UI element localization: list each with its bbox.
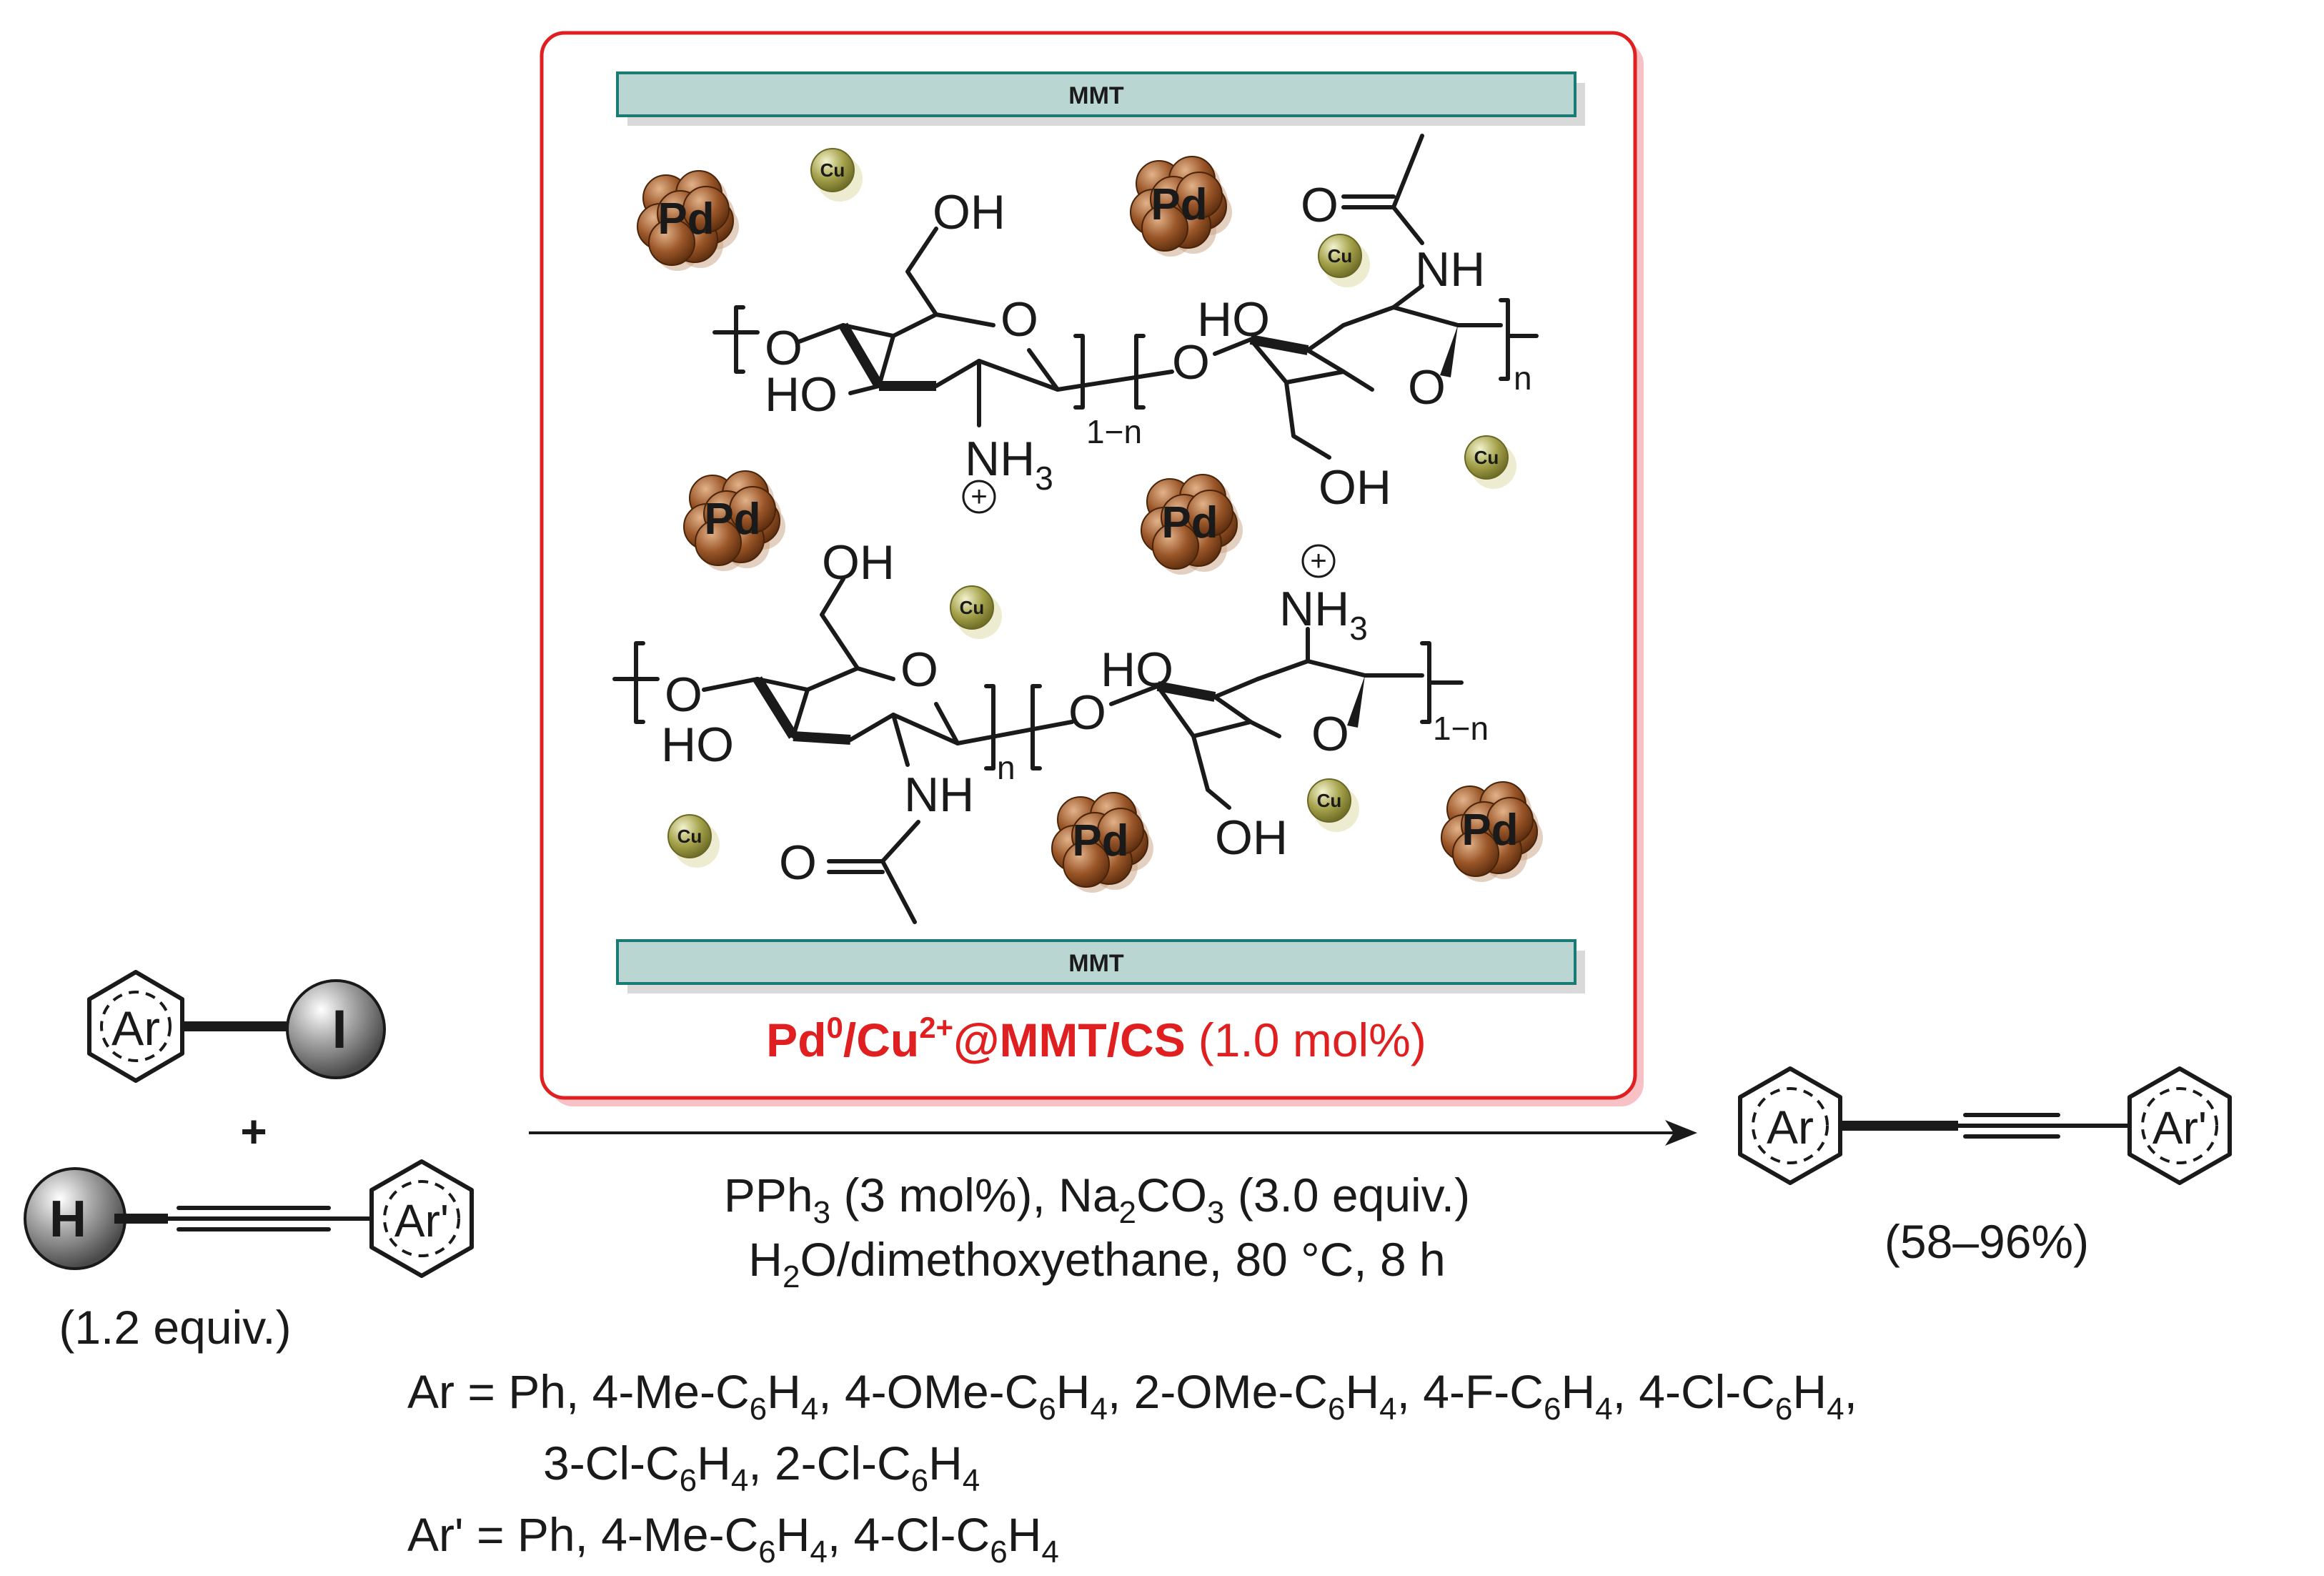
lower-plus-charge: + — [1310, 545, 1326, 577]
pd-cluster: Pd — [1130, 156, 1232, 257]
upper-sub-n: n — [1514, 360, 1532, 397]
lower-ch2oh-bottom: OH — [1215, 811, 1288, 865]
upper-plus-charge: + — [970, 481, 987, 512]
arrow-head-icon — [1665, 1120, 1697, 1146]
mmt-layer-top: MMT — [616, 71, 1585, 126]
hydrogen-label: H — [49, 1191, 86, 1248]
chitosan-chain-lower: O O OH HO NH O n O — [612, 535, 1489, 924]
lower-ho-left: HO — [661, 718, 734, 772]
product-aryl2-ring — [2127, 1066, 2232, 1185]
iodine-label: I — [332, 999, 347, 1060]
upper-nh: NH — [1415, 242, 1485, 297]
upper-nh3: NH3 — [965, 432, 1053, 497]
lower-ring1-o: O — [900, 643, 938, 697]
product-diarylalkyne: Ar Ar' — [1738, 1066, 2232, 1185]
scope-ar2-line: Ar' = Ph, 4-Me-C6H4, 4-Cl-C6H4 — [407, 1508, 1059, 1570]
mmt-label-bottom: MMT — [1068, 950, 1124, 977]
aryl-label: Ar — [111, 1001, 160, 1056]
pd-cluster: Pd — [1051, 792, 1153, 893]
lower-nh3: NH3 — [1279, 582, 1368, 647]
pd-label: Pd — [704, 495, 760, 544]
upper-ho-left: HO — [765, 367, 838, 422]
cu-label: Cu — [820, 159, 845, 181]
upper-plus-charge-icon — [962, 480, 996, 514]
cu-label: Cu — [960, 597, 985, 618]
cu-particle: Cu — [950, 585, 1002, 639]
pd-label: Pd — [1072, 816, 1128, 866]
pd-cluster: Pd — [1141, 474, 1243, 575]
lower-o-left: O — [665, 668, 702, 722]
chitosan-chain-upper: O O OH HO NH3 + 1−n O — [712, 134, 1539, 515]
lower-ch2oh: OH — [822, 535, 895, 590]
lower-plus-charge-icon — [1301, 544, 1336, 578]
lower-nh: NH — [904, 768, 974, 822]
scope-ar-line2: 3-Cl-C6H4, 2-Cl-C6H4 — [543, 1437, 980, 1498]
aryl-ring — [87, 970, 184, 1083]
upper-ch2oh: OH — [933, 185, 1005, 239]
cu-particle: Cu — [810, 148, 863, 202]
product-yield: (58–96%) — [1884, 1215, 2089, 1268]
upper-carbonyl-o: O — [1301, 178, 1339, 232]
cu-label: Cu — [1328, 245, 1353, 267]
cu-particle: Cu — [1307, 778, 1359, 832]
product-ar2-label: Ar' — [2152, 1102, 2207, 1154]
pd-label: Pd — [657, 194, 714, 244]
mmt-label-top: MMT — [1068, 82, 1124, 109]
upper-sub-1n: 1−n — [1086, 413, 1142, 450]
aryl-iodide: Ar I — [87, 970, 386, 1083]
pd-cluster: Pd — [637, 170, 739, 271]
product-ar-label: Ar — [1767, 1101, 1814, 1154]
cu-particle: Cu — [1318, 234, 1370, 287]
upper-ring1-o: O — [1000, 292, 1038, 347]
alkyne-equiv: (1.2 equiv.) — [59, 1301, 291, 1354]
scope-ar-line1: Ar = Ph, 4-Me-C6H4, 4-OMe-C6H4, 2-OMe-C6… — [407, 1365, 1857, 1427]
pd-label: Pd — [1461, 806, 1518, 855]
cu-particle: Cu — [667, 814, 720, 868]
pd-cluster: Pd — [683, 470, 785, 571]
cu-label: Cu — [1474, 447, 1499, 468]
upper-o-left: O — [765, 321, 803, 375]
upper-ho-mid: HO — [1197, 292, 1270, 347]
upper-ring2-o: O — [1408, 360, 1446, 415]
catalyst-panel-border — [540, 31, 1637, 1100]
catalyst-name: Pd0/Cu2+@MMT/CS(1.0 mol%) — [766, 1011, 1426, 1066]
aryl2-ring — [369, 1159, 474, 1278]
product-aryl-ring — [1738, 1066, 1842, 1185]
pd-label: Pd — [1161, 498, 1218, 547]
upper-glyco-o: O — [1172, 335, 1210, 390]
cu-label: Cu — [1317, 790, 1342, 811]
reaction-arrow — [529, 1120, 1697, 1146]
cu-label: Cu — [677, 826, 702, 847]
conditions-line2: H2O/dimethoxyethane, 80 °C, 8 h — [748, 1233, 1445, 1294]
aryl2-label: Ar' — [394, 1195, 449, 1247]
iodine-ball — [286, 979, 386, 1079]
lower-sub-1n: 1−n — [1433, 710, 1489, 747]
pd-label: Pd — [1151, 180, 1207, 229]
pd-cluster: Pd — [1441, 781, 1543, 882]
lower-glyco-o: O — [1068, 685, 1106, 740]
mmt-layer-bottom: MMT — [616, 939, 1585, 993]
plus-sign: + — [240, 1106, 267, 1157]
lower-ring2-o: O — [1311, 707, 1349, 761]
lower-ho-mid: HO — [1101, 643, 1173, 697]
upper-ch2oh-bottom: OH — [1319, 460, 1391, 515]
conditions-line1: PPh3 (3 mol%), Na2CO3 (3.0 equiv.) — [724, 1169, 1470, 1230]
lower-carbonyl-o: O — [779, 836, 817, 890]
lower-sub-n: n — [997, 749, 1015, 786]
terminal-alkyne: H Ar' — [24, 1159, 474, 1278]
cu-particle: Cu — [1464, 435, 1516, 489]
